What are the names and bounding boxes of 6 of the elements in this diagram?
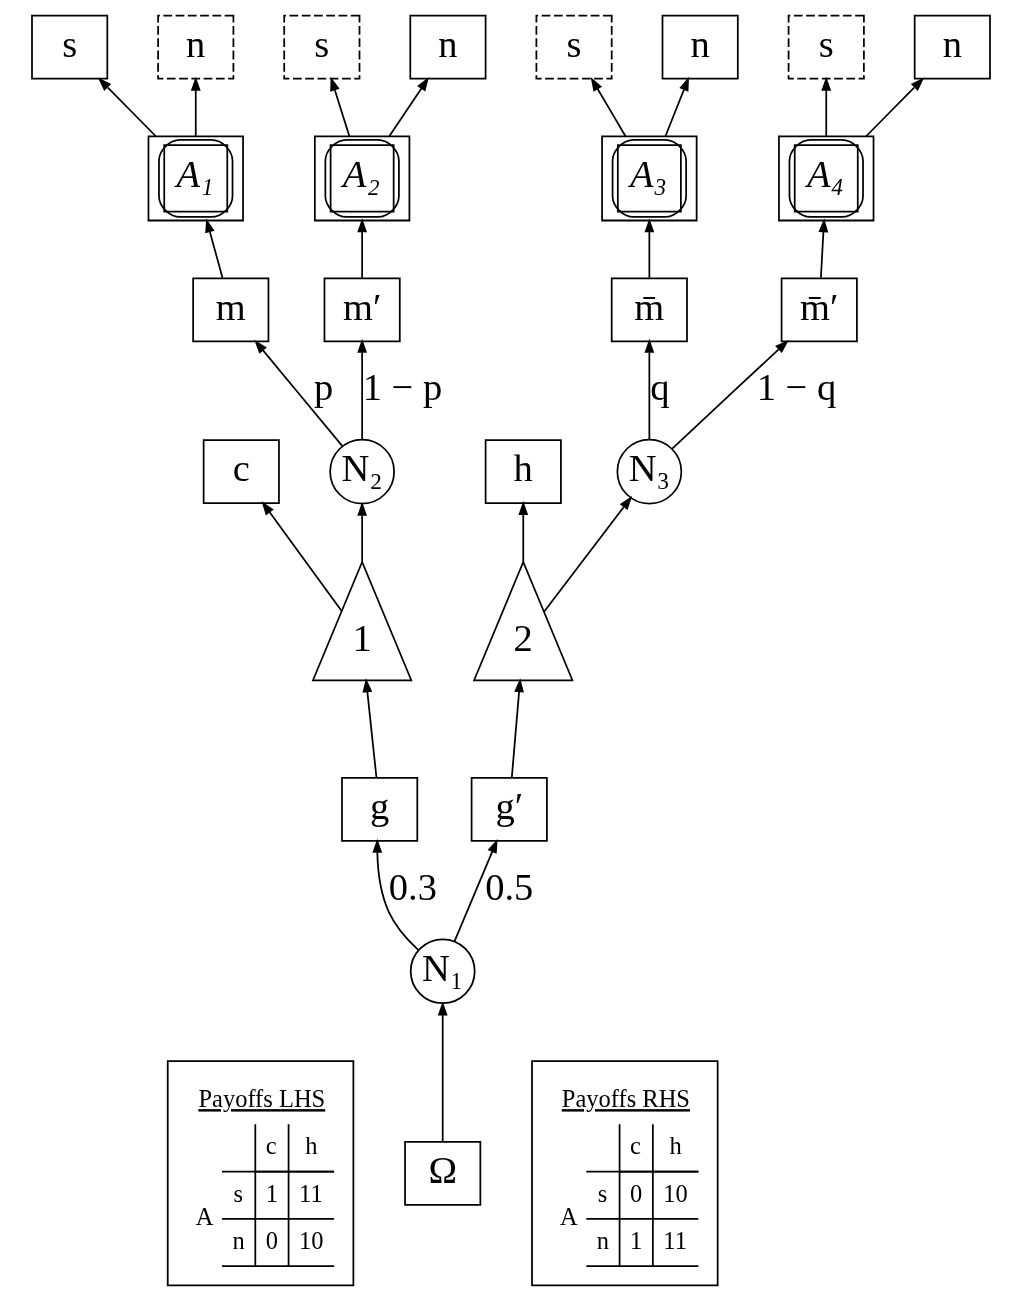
edge-label: 1 − p <box>362 366 442 409</box>
edge-label: 1 − q <box>756 366 836 409</box>
edge-label: 0.3 <box>388 865 437 908</box>
edge-label: q <box>649 366 669 409</box>
edge-label: 0.5 <box>484 865 533 908</box>
edge-label: p <box>313 366 333 409</box>
